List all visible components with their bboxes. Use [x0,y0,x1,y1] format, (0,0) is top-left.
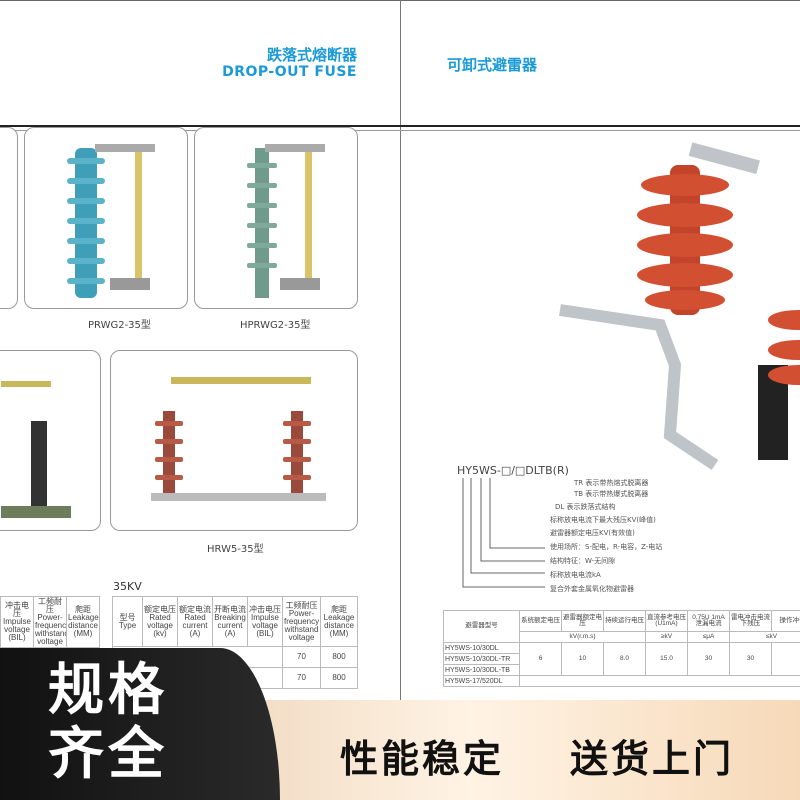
legend-item: 避雷器额定电压KV(有效值) [550,529,635,537]
legend-item: 标称放电电流下最大残压KV(峰值) [550,516,656,524]
header-cell: 直流参考电压 (U1mA) [645,610,688,632]
cell: 8.0 [603,642,646,676]
header-cell: 爬距 Leakage distance (MM) [320,596,358,647]
slogan-banner [250,700,800,800]
product-card-partial [0,127,18,309]
cell: 70 [282,646,321,668]
legend-item: 使用场所：S-配电，R-电容，Z-电站 [550,543,663,551]
product-card-partial-2 [0,350,101,531]
fuse-image [1,381,71,518]
header-cell: 避雷器额定电压 [561,610,604,632]
product-card-hrw5 [110,350,358,531]
caption-prwg2: PRWG2-35型 [88,320,151,331]
arrester-image [559,142,800,470]
cell: 30 [687,642,730,676]
model-code: HY5WS-□/□DLTB(R) [457,464,569,477]
model-cell: HY5WS-10/30DL-TR [443,653,520,665]
feature-banner [0,648,280,800]
cell: 800 [320,646,358,668]
header-cell: 型号 Type [112,596,143,647]
cell: 10 [561,642,604,676]
table-row: HY5WS-17/520DL [443,675,800,687]
cell: 15.0 [645,642,688,676]
fuse-spec-table-partial: 冲击电压 Impulse voltage (BIL)工频耐压 Power-fre… [0,596,100,648]
cell: 70 [282,667,321,689]
legend-item: 结构特征：W-无间隙 [550,557,616,565]
banner-text-line1: 规格 [48,658,168,723]
header-cell: 0.75U 1mA 泄漏电流 [687,610,730,632]
cell: 30 [729,642,772,676]
cell: 6 [519,642,562,676]
banner-text-line2: 齐全 [48,722,168,787]
fuse-image [247,144,325,298]
cell: 800 [320,667,358,689]
legend-item: TR 表示带热熔式脱离器 [574,479,649,487]
table-row: HY5WS-10/30DL 6 10 8.0 15.0 30 30 [443,642,800,676]
header-cell: 额定电压 Rated voltage (kv) [142,596,178,647]
unit-cell: ≥kV [645,631,688,643]
header-rule-thin [0,130,800,131]
header-cell: 工频耐压 Power-frequency withstand voltage [33,596,67,648]
header-cell: 额定电流 Rated current (A) [177,596,213,647]
fuse-image [67,144,155,298]
legend-item: DL 表示跌落式结构 [555,503,616,511]
fuse-image [151,377,326,501]
unit-cell: ≤μA [687,631,730,643]
voltage-class: 35KV [113,580,142,593]
header-cell: 持续运行电压 [603,610,646,632]
header-cell: 冲击电压 Impulse voltage (BIL) [0,596,34,648]
slogan-1: 性能稳定 [340,737,505,781]
header-cell: 冲击电压 Impulse voltage (BIL) [247,596,283,647]
fuse-title-cn: 跌落式熔断器 [266,46,357,64]
arrester-title-cn: 可卸式避雷器 [447,56,538,74]
slogan-2: 送货上门 [570,737,735,781]
model-legend: TR 表示带热熔式脱离器 TB 表示带热爆式脱离器 [574,478,648,501]
model-cell: HY5WS-10/30DL [443,642,520,654]
header-rule [0,125,800,127]
header-cell: 避雷器型号 [443,610,520,643]
legend-item: TB 表示带热爆式脱离器 [574,490,649,499]
caption-hprwg2: HPRWG2-35型 [240,320,311,331]
fuse-spec-table: 型号 Type 额定电压 Rated voltage (kv) 额定电流 Rat… [112,596,358,689]
header-cell: 工频耐压 Power-frequency withstand voltage [282,596,321,647]
header-cell: 开断电流 Breaking current (A) [212,596,248,647]
legend-item: 复合外套金属氧化物避雷器 [550,585,634,593]
caption-hrw5: HRW5-35型 [207,544,264,555]
product-card-hprwg2 [194,127,358,309]
legend-item: 标称放电电流kA [550,571,601,579]
model-cell: HY5WS-10/30DL-TB [443,664,520,676]
unit-cell: kV(r.m.s) [519,631,646,643]
diagram-lines [462,478,545,588]
header-cell: 爬距 Leakage distance (MM) [66,596,100,648]
arrester-spec-table: 避雷器型号 系统额定电压 避雷器额定电压 持续运行电压 直流参考电压 (U1mA… [443,610,800,687]
model-cell: HY5WS-17/520DL [443,675,520,687]
page-divider [400,0,401,800]
header-cell: 系统额定电压 [519,610,562,632]
header-cell: 操作冲击 [771,610,800,632]
header-cell: 雷电冲击电流下残压 [729,610,772,632]
fuse-title-en: DROP-OUT FUSE [222,64,357,80]
product-card-prwg2 [24,127,188,309]
unit-cell: ≤kV [729,631,800,643]
